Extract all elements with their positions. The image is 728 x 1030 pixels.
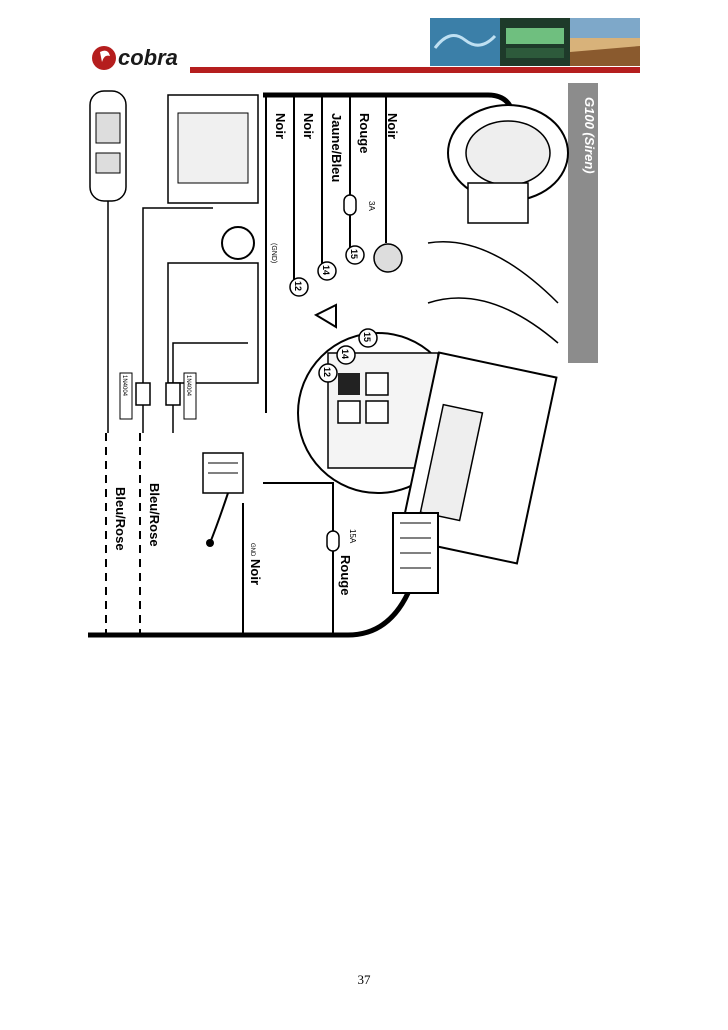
wire-label-rouge: Rouge [357, 113, 372, 153]
wire-label-noir-2: Noir [301, 113, 316, 139]
wire-car-2 [142, 207, 213, 433]
pin-callout-15-label: 15 [349, 249, 359, 259]
connector-pin-15-label: 15 [362, 332, 372, 342]
pin-callout-14-label: 14 [321, 265, 331, 275]
gnd-note-bottom: GND [249, 543, 255, 557]
wire-label-bleu-rose-1: Bleu/Rose [147, 483, 162, 547]
main-cable-bottom [88, 591, 411, 638]
diode-1-label: 1N4004 [121, 375, 127, 397]
car-illustration [89, 90, 127, 202]
diode-1 [135, 382, 151, 406]
fuse-3a-label: 3A [367, 201, 376, 211]
diode-2-label-box [183, 372, 197, 420]
fuse-15a [326, 530, 340, 552]
connector-pin-14-label: 14 [340, 349, 350, 359]
connector-pin-12 [318, 363, 338, 383]
connector-pin-14 [336, 345, 356, 365]
page-number: 37 [357, 972, 371, 987]
dashboard-sketch [373, 241, 559, 344]
diode-2-label: 1N4004 [185, 375, 191, 397]
wire-label-noir-3: Noir [273, 113, 288, 139]
wire-label-rouge-bottom: Rouge [338, 555, 353, 595]
header-rule [190, 67, 640, 73]
direction-triangle [313, 303, 337, 329]
pin-callout-15 [345, 245, 365, 265]
siren-illustration [447, 104, 569, 224]
wiring-diagram: G100 (Siren) Noir Rouge Jaune/Bleu Noir … [88, 83, 598, 638]
wire-label-bleu-rose-2: Bleu/Rose [113, 487, 128, 551]
header-photo-strip [430, 18, 640, 66]
pin-callout-12 [289, 277, 309, 297]
connector-pin-12-label: 12 [322, 367, 332, 377]
main-cable-top [263, 92, 516, 114]
fuse-3a [343, 194, 357, 216]
fuse-15a-label: 15A [348, 529, 357, 544]
battery [202, 452, 244, 547]
title-tab [568, 83, 598, 363]
pin-callout-14 [317, 261, 337, 281]
harness-plug [392, 512, 439, 594]
connector-pin-15 [358, 328, 378, 348]
alarm-module [398, 351, 558, 565]
diode-1-label-box [119, 372, 133, 420]
cobra-logo: cobra [92, 45, 178, 70]
wire-rouge-bottom [263, 482, 334, 635]
title-tab-label: G100 (Siren) [582, 97, 597, 174]
wire-label-noir-bottom: Noir [248, 559, 263, 585]
pin-callout-12-label: 12 [293, 281, 303, 291]
wire-label-jaune-bleu: Jaune/Bleu [329, 113, 344, 182]
logo-text: cobra [118, 45, 178, 70]
gnd-note: (GND) [270, 243, 277, 263]
door-switch-sketch [167, 94, 259, 384]
diode-2 [165, 382, 181, 406]
wire-label-noir-1: Noir [385, 113, 400, 139]
